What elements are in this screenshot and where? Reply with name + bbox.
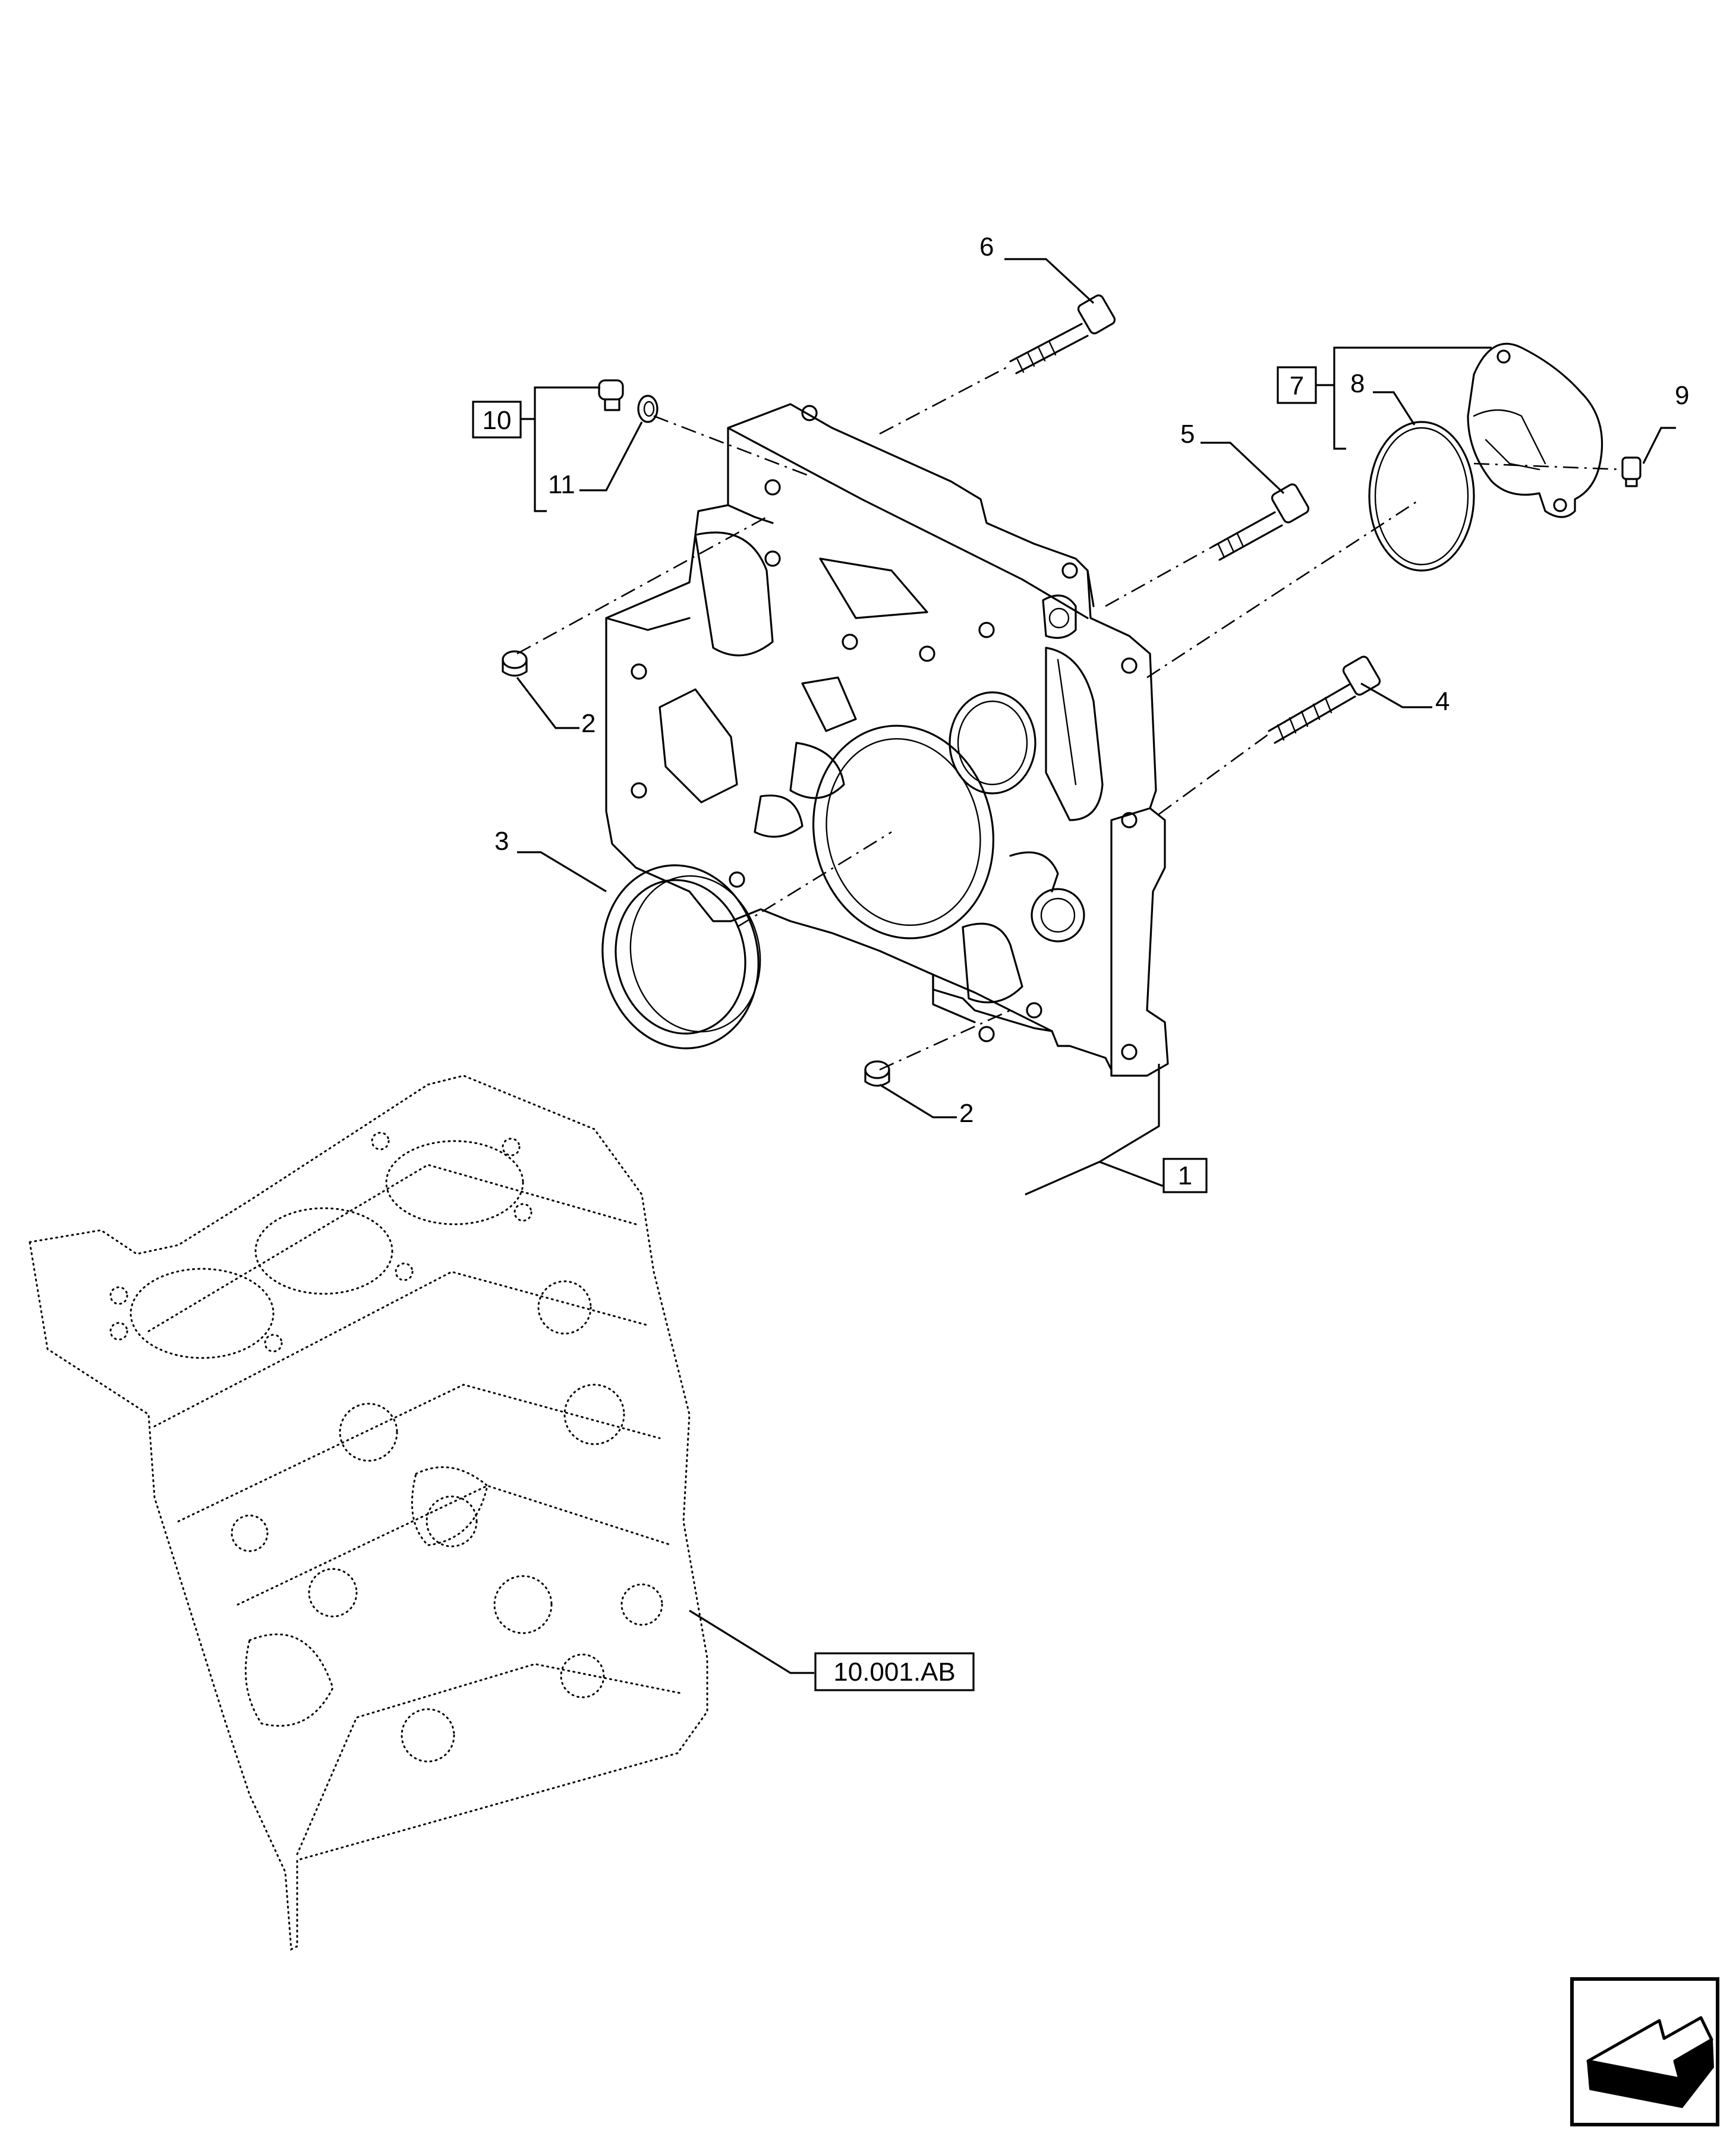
callout-1-box xyxy=(1162,1158,1208,1193)
callout-7: 7 xyxy=(1290,371,1304,401)
arrow-corner-icon[interactable] xyxy=(1570,1977,1719,2126)
engine-block-ghost xyxy=(29,1074,708,1951)
block-ref-box xyxy=(814,1652,975,1691)
callout-3: 3 xyxy=(494,827,509,856)
crankshaft-seal xyxy=(601,864,761,1050)
leader-lines xyxy=(516,258,1676,1674)
callout-5: 5 xyxy=(1180,420,1195,449)
callout-2-lower: 2 xyxy=(959,1099,973,1128)
block-ref-label: 10.001.AB xyxy=(833,1657,956,1687)
washer-11 xyxy=(637,395,659,423)
callout-2-upper: 2 xyxy=(581,709,596,738)
callout-8: 8 xyxy=(1350,369,1365,398)
callout-6: 6 xyxy=(979,232,994,261)
callout-10: 10 xyxy=(483,406,512,435)
callout-7-box xyxy=(1277,366,1317,404)
front-cover xyxy=(605,403,1169,1077)
callout-11: 11 xyxy=(548,470,575,499)
bolt-9 xyxy=(1621,456,1642,487)
plug-lower xyxy=(864,1060,890,1087)
bolt-5 xyxy=(1211,483,1310,561)
bolt-6 xyxy=(1009,294,1116,374)
callout-labels: 6 5 4 9 8 2 2 3 11 10 7 1 10.001.AB xyxy=(472,232,1689,1691)
callout-4: 4 xyxy=(1435,687,1450,716)
plug-upper xyxy=(502,650,528,677)
callout-1: 1 xyxy=(1178,1161,1192,1190)
o-ring-8 xyxy=(1368,421,1475,572)
bolt-4 xyxy=(1268,656,1381,744)
assembly-axes xyxy=(516,364,1623,1071)
cover-7 xyxy=(1467,342,1603,518)
plug-10 xyxy=(598,379,624,411)
callout-9: 9 xyxy=(1675,381,1689,410)
callout-10-box xyxy=(472,401,522,439)
